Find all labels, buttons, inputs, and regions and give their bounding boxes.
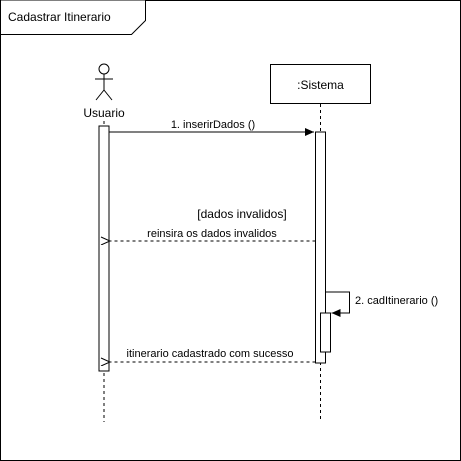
actor-icon (95, 63, 113, 101)
actor-activation-bar (98, 125, 110, 372)
system-box (270, 64, 371, 104)
guard-condition-label: [dados invalidos] (197, 207, 286, 221)
self-call-label-cad-itinerario: 2. cadItinerario () (355, 295, 438, 307)
self-call-activation-bar (320, 312, 331, 353)
message-label-inserir-dados: 1. inserirDados () (171, 119, 255, 131)
frame-title: Cadastrar Itinerario (8, 10, 111, 24)
return-label-sucesso: itinerario cadastrado com sucesso (127, 348, 294, 360)
actor-label: Usuario (83, 106, 125, 120)
system-label: :Sistema (297, 78, 344, 92)
self-call-arrow-cad-itinerario (325, 291, 350, 317)
return-label-reinsira: reinsira os dados invalidos (147, 228, 277, 240)
frame-title-tab (0, 0, 146, 35)
system-activation-bar (315, 131, 326, 364)
